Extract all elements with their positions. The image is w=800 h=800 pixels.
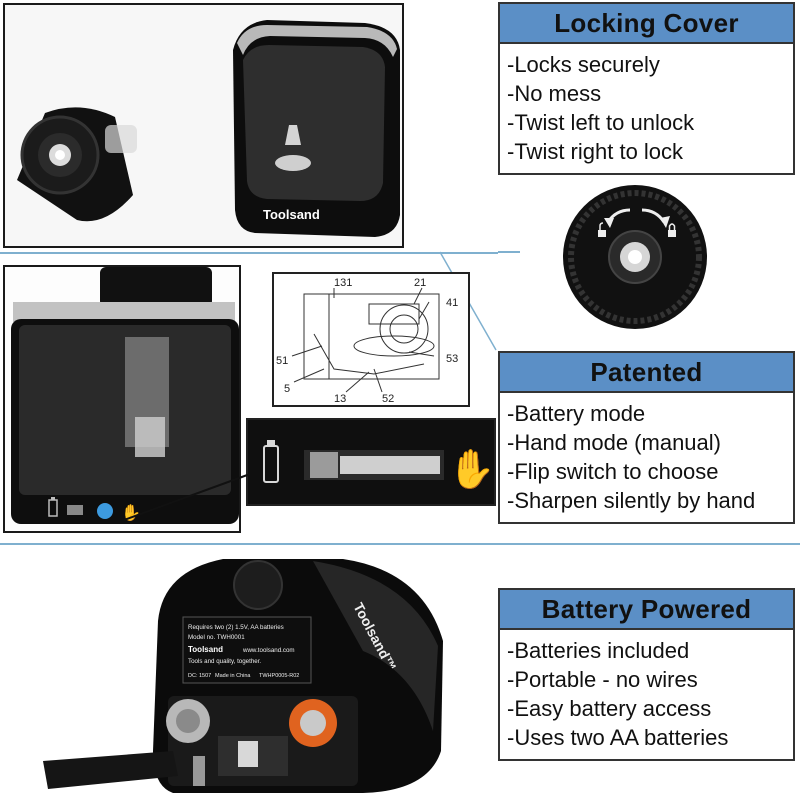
- switch-indicator: [97, 503, 113, 519]
- list-item: -Sharpen silently by hand: [507, 488, 756, 513]
- unlock-icon: [598, 222, 606, 237]
- diagram-label: 53: [446, 353, 458, 365]
- list-item: -No mess: [507, 81, 602, 106]
- product-label: Requires two (2) 1.5V, AA batteries Mode…: [182, 616, 312, 684]
- diagram-label: 13: [334, 393, 346, 405]
- section-divider: [0, 252, 498, 254]
- callout-pointer: [123, 473, 251, 521]
- diagram-label: 51: [276, 355, 288, 367]
- battery-icon: [48, 497, 58, 517]
- hand-icon: ✋: [448, 447, 494, 491]
- svg-text:Made in China: Made in China: [215, 673, 251, 679]
- diagram-label: 131: [334, 277, 352, 289]
- battery-icon: [263, 440, 279, 483]
- list-item: -Twist left to unlock: [507, 110, 695, 135]
- list-item: -Twist right to lock: [507, 139, 684, 164]
- svg-text:TWHP0005-R02: TWHP0005-R02: [259, 673, 299, 679]
- svg-text:www.toolsand.com: www.toolsand.com: [242, 647, 295, 654]
- rotate-right-arrow-icon: [641, 208, 670, 228]
- list-item: -Locks securely: [507, 52, 660, 77]
- panel-locking-cover: Locking Cover -Locks securely -No mess -…: [498, 2, 795, 175]
- svg-text:DC: 1507: DC: 1507: [188, 673, 211, 679]
- svg-text:Model no. TWH0001: Model no. TWH0001: [188, 634, 245, 641]
- patent-diagram: 131 21 41 51 53 5 13 52: [272, 272, 470, 407]
- feature-list: -Battery mode -Hand mode (manual) -Flip …: [500, 393, 793, 521]
- detached-locking-cover: [17, 107, 137, 222]
- list-item: -Hand mode (manual): [507, 430, 721, 455]
- aa-battery-orange: [289, 699, 337, 747]
- diagram-label: 21: [414, 277, 426, 289]
- mode-slider: [310, 452, 338, 478]
- list-item: -Battery mode: [507, 401, 646, 426]
- photo-mode-switch: ✋: [3, 265, 241, 533]
- hand-icon: ✋: [121, 503, 141, 522]
- sharpener-cover-removed-illustration: Toolsand: [5, 5, 402, 246]
- list-item: -Flip switch to choose: [507, 459, 719, 484]
- panel-title: Battery Powered: [500, 590, 793, 630]
- panel-title: Locking Cover: [500, 4, 793, 44]
- sharpener-body: Toolsand: [233, 20, 400, 237]
- list-item: -Batteries included: [507, 638, 690, 663]
- feature-list: -Locks securely -No mess -Twist left to …: [500, 44, 793, 172]
- aa-battery-silver: [166, 699, 210, 743]
- list-item: -Easy battery access: [507, 696, 712, 721]
- list-item: -Uses two AA batteries: [507, 725, 729, 750]
- rotate-left-arrow-icon: [604, 208, 631, 228]
- svg-text:Toolsand: Toolsand: [188, 645, 223, 654]
- list-item: -Portable - no wires: [507, 667, 698, 692]
- photo-cover-removed: Toolsand: [3, 3, 404, 248]
- panel-title: Patented: [500, 353, 793, 393]
- locking-cap-closeup: [560, 182, 710, 332]
- diagram-label: 52: [382, 393, 394, 405]
- photo-battery-compartment: Toolsand™ Requires two (2) 1.5V, AA batt…: [3, 551, 489, 798]
- diagram-label: 5: [284, 383, 290, 395]
- svg-text:Requires two (2) 1.5V, AA batt: Requires two (2) 1.5V, AA batteries: [188, 624, 284, 631]
- mode-switch-closeup: ✋: [246, 418, 496, 506]
- section-divider: [0, 543, 800, 545]
- feature-list: -Batteries included -Portable - no wires…: [500, 630, 793, 758]
- diagram-label: 41: [446, 297, 458, 309]
- svg-text:Tools and quality, together.: Tools and quality, together.: [188, 658, 261, 665]
- panel-battery-powered: Battery Powered -Batteries included -Por…: [498, 588, 795, 761]
- panel-patented: Patented -Battery mode -Hand mode (manua…: [498, 351, 795, 524]
- body-brand-text: Toolsand: [263, 207, 320, 222]
- lock-icon: [668, 223, 676, 237]
